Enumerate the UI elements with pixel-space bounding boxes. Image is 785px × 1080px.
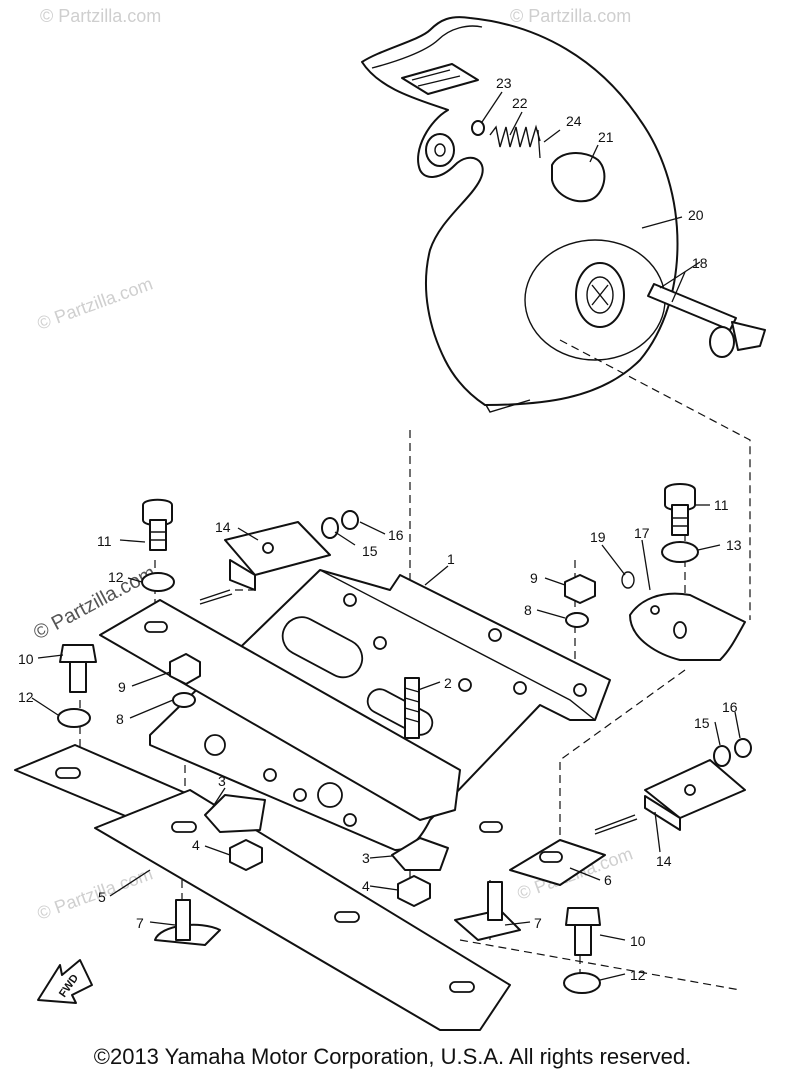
callout-10: 10 xyxy=(630,933,646,949)
spring-22 xyxy=(489,124,541,148)
nut-4 xyxy=(397,875,431,907)
callout-1: 1 xyxy=(447,551,455,567)
callout-21: 21 xyxy=(598,129,614,145)
shaft-18 xyxy=(647,283,766,358)
callout-10: 10 xyxy=(18,651,34,667)
nut-16 xyxy=(341,510,359,530)
callout-23: 23 xyxy=(496,75,512,91)
callout-2: 2 xyxy=(444,675,452,691)
callout-16: 16 xyxy=(388,527,404,543)
callout-20: 20 xyxy=(688,207,704,223)
callout-3: 3 xyxy=(218,773,226,789)
callout-9: 9 xyxy=(530,570,538,586)
callout-8: 8 xyxy=(116,711,124,727)
knob-21 xyxy=(551,152,606,203)
watermark: © Partzilla.com xyxy=(510,6,631,26)
callout-18: 18 xyxy=(692,255,708,271)
callout-12: 12 xyxy=(630,967,646,983)
callout-11: 11 xyxy=(714,497,729,513)
callout-24: 24 xyxy=(566,113,582,129)
watermark: © Partzilla.com xyxy=(40,6,161,26)
callout-17: 17 xyxy=(634,525,650,541)
nut-16 xyxy=(734,738,752,758)
nut-9 xyxy=(169,653,201,685)
callout-22: 22 xyxy=(512,95,528,111)
callout-14: 14 xyxy=(656,853,672,869)
bolt-10-right xyxy=(565,907,601,956)
stud-2 xyxy=(404,677,420,739)
watermark: © Partzilla.com xyxy=(35,273,156,333)
plate-3 xyxy=(391,837,449,871)
callout-7: 7 xyxy=(136,915,144,931)
callout-14: 14 xyxy=(215,519,231,535)
pin-24 xyxy=(537,129,541,159)
stud-7 xyxy=(454,881,521,941)
callout-16: 16 xyxy=(722,699,738,715)
callout-12: 12 xyxy=(18,689,34,705)
callout-13: 13 xyxy=(726,537,742,553)
copyright-notice: ©2013 Yamaha Motor Corporation, U.S.A. A… xyxy=(93,1044,692,1069)
washer-12 xyxy=(57,708,91,728)
callout-6: 6 xyxy=(604,872,612,888)
spacer-15 xyxy=(713,745,731,767)
callout-9: 9 xyxy=(118,679,126,695)
washer-13 xyxy=(661,541,699,563)
bolt-10-left xyxy=(59,644,97,693)
callout-11: 11 xyxy=(97,533,112,549)
washer-23 xyxy=(471,120,485,136)
callout-labels: 1 2 3 3 4 4 5 6 7 7 8 8 9 9 10 10 11 11 … xyxy=(18,75,742,983)
callout-5: 5 xyxy=(98,889,106,905)
nut-4 xyxy=(229,839,263,871)
washer-8 xyxy=(172,692,196,708)
bolt-11-left xyxy=(142,498,173,551)
callout-15: 15 xyxy=(694,715,710,731)
washer-8 xyxy=(565,612,589,628)
callout-4: 4 xyxy=(362,878,370,894)
callout-8: 8 xyxy=(524,602,532,618)
washer-12 xyxy=(563,972,601,994)
callout-15: 15 xyxy=(362,543,378,559)
spacer-15 xyxy=(321,517,339,539)
callout-12: 12 xyxy=(108,569,124,585)
leader-lines xyxy=(31,91,741,981)
callout-3: 3 xyxy=(362,850,370,866)
callout-7: 7 xyxy=(534,915,542,931)
nut-9 xyxy=(564,574,596,604)
exploded-parts-diagram: © Partzilla.com © Partzilla.com © Partzi… xyxy=(14,6,766,1031)
slider-plate-14 xyxy=(594,759,746,835)
plate-3 xyxy=(204,794,266,833)
stud-7 xyxy=(154,899,221,946)
callout-19: 19 xyxy=(590,529,606,545)
bracket-17 xyxy=(629,592,746,661)
fwd-arrow: FWD xyxy=(37,959,93,1004)
fan-cover-housing xyxy=(361,16,679,413)
clip-19 xyxy=(621,571,635,589)
bolt-11-right xyxy=(664,483,696,536)
rail-plate-6 xyxy=(99,599,606,886)
rail-plate-5 xyxy=(14,744,511,1031)
washer-12 xyxy=(141,572,175,592)
callout-4: 4 xyxy=(192,837,200,853)
